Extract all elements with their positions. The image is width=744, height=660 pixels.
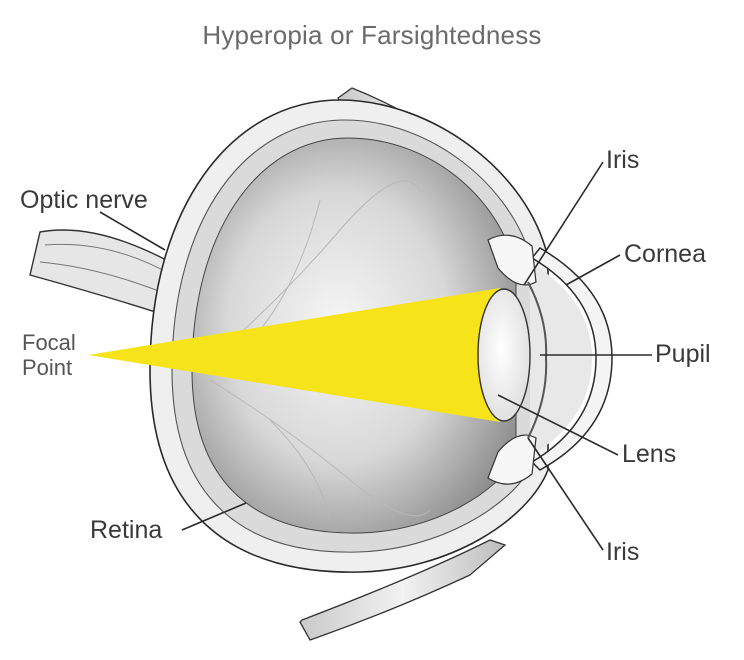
leader-lines (99, 161, 652, 551)
iris-top (487, 234, 537, 286)
retinal-vessels (209, 180, 431, 521)
cornea-shape (530, 247, 613, 471)
page-title: Hyperopia or Farsightedness (202, 20, 542, 50)
light-cone (88, 288, 500, 422)
label-lens: Lens (622, 440, 677, 468)
iris-bottom (487, 434, 537, 485)
lens-leader (497, 394, 619, 456)
label-focal-point-line2: Point (22, 355, 73, 381)
label-cornea: Cornea (624, 240, 706, 268)
lens-shape (477, 288, 531, 422)
lower-muscle (299, 539, 507, 641)
label-optic-nerve: Optic nerve (20, 186, 148, 214)
label-pupil: Pupil (655, 340, 711, 368)
label-focal-point: Focal Point (22, 330, 76, 381)
cornea-leader (565, 254, 621, 286)
retina-leader (181, 502, 247, 531)
optic-nerve-leader (99, 211, 166, 251)
label-retina: Retina (90, 516, 163, 544)
label-iris-bottom: Iris (606, 538, 640, 566)
label-iris-top: Iris (606, 146, 640, 174)
label-focal-point-line1: Focal (22, 330, 76, 355)
iris-bottom-leader (527, 437, 604, 551)
iris-top-leader (523, 161, 604, 286)
